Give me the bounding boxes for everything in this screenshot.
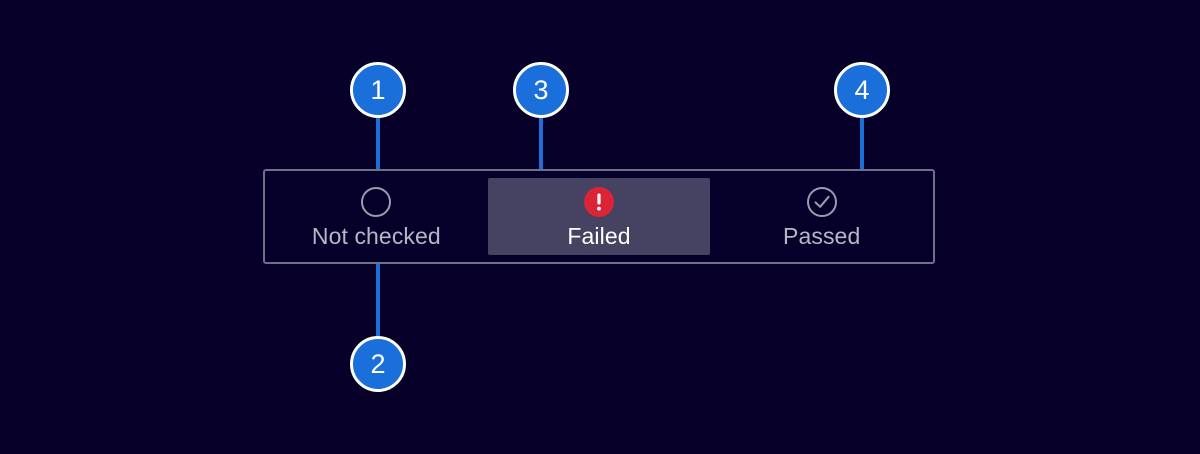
segment-label-passed: Passed (783, 223, 861, 249)
callout-badge-2-number: 2 (370, 348, 386, 379)
callout-line-3 (539, 118, 543, 208)
callout-badge-1-number: 1 (370, 74, 386, 105)
error-exclamation-icon (582, 185, 616, 219)
segment-label-failed: Failed (567, 223, 631, 249)
callout-badge-4: 4 (834, 62, 890, 118)
status-segmented-control: Not checked Failed Passed (263, 169, 935, 264)
empty-circle-icon (359, 185, 393, 219)
callout-line-4 (860, 118, 864, 206)
segment-passed[interactable]: Passed (710, 171, 933, 262)
callout-badge-2: 2 (350, 336, 406, 392)
callout-line-2 (376, 264, 380, 336)
segment-not-checked[interactable]: Not checked (265, 171, 488, 262)
callout-badge-1: 1 (350, 62, 406, 118)
callout-badge-3: 3 (513, 62, 569, 118)
callout-line-1 (376, 118, 380, 202)
check-circle-icon (805, 185, 839, 219)
callout-badge-4-number: 4 (854, 74, 870, 105)
segment-failed[interactable]: Failed (487, 178, 711, 255)
callout-badge-3-number: 3 (533, 74, 549, 105)
segment-label-not-checked: Not checked (311, 223, 441, 249)
